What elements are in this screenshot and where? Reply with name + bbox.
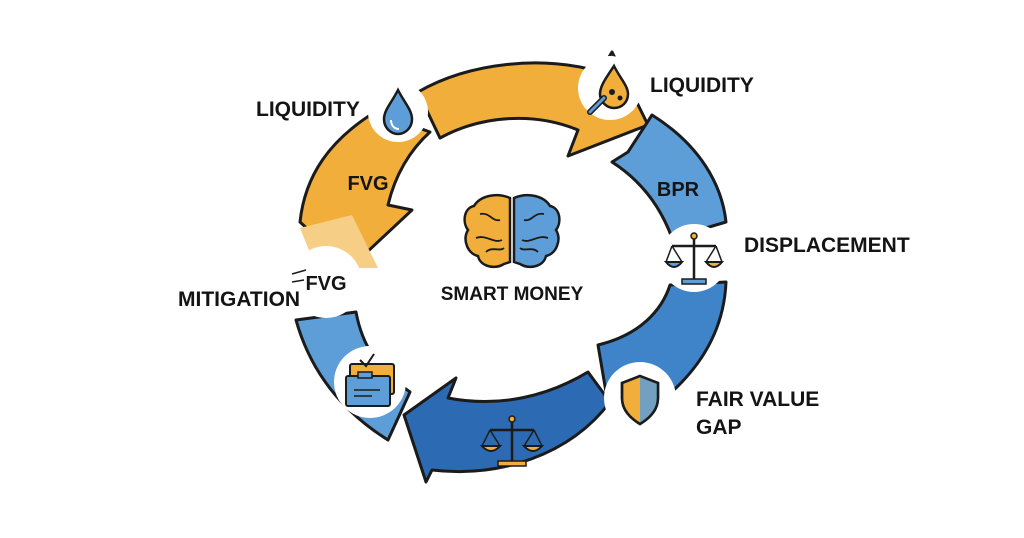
- label-liquidity-right: LIQUIDITY: [650, 74, 754, 97]
- ring-segment-bottom-darkblue: [402, 370, 612, 484]
- label-liquidity-left: LIQUIDITY: [256, 98, 360, 121]
- segment-label-fvg-left: FVG: [305, 273, 346, 295]
- shield-icon: [604, 362, 676, 434]
- liquidity-torch-icon: [578, 56, 642, 120]
- balance-scale-icon: [660, 224, 728, 292]
- center-label: SMART MONEY: [441, 284, 584, 305]
- segment-label-bpr: BPR: [657, 179, 700, 201]
- water-drop-icon: [368, 82, 428, 142]
- balance-scale-icon-bottom: [479, 415, 545, 467]
- brain-icon: [463, 194, 561, 268]
- label-mitigation: MITIGATION: [178, 288, 300, 311]
- fvg-mitigation-badge: [290, 246, 362, 318]
- label-displacement: DISPLACEMENT: [744, 234, 910, 257]
- label-fair-value-gap-line2: GAP: [696, 416, 742, 439]
- folders-icon: [334, 346, 406, 418]
- segment-label-fvg-upper: FVG: [347, 173, 388, 195]
- label-fair-value-gap-line1: FAIR VALUE: [696, 388, 819, 411]
